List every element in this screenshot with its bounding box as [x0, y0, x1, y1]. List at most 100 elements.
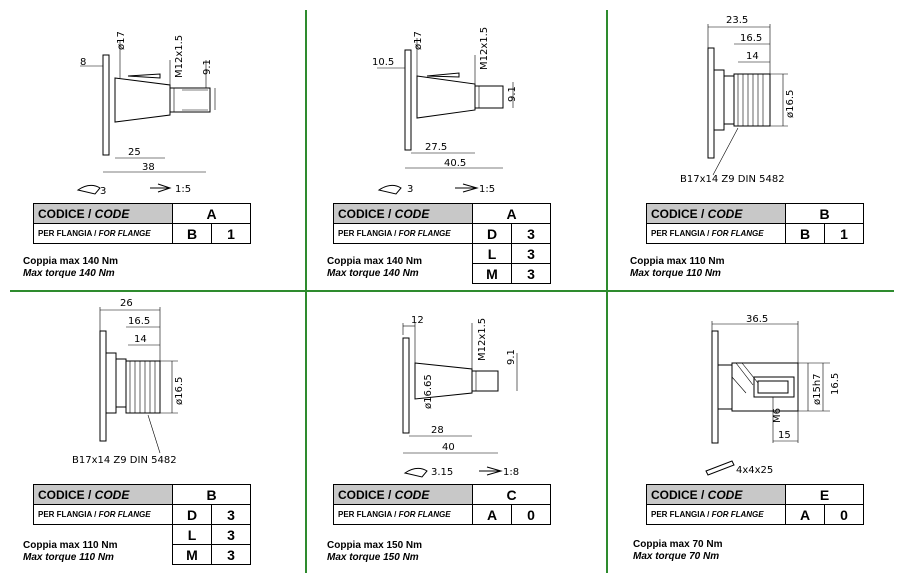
flange-code: A	[472, 504, 512, 525]
dim-40: 40	[442, 442, 455, 453]
dim-m6: M6	[772, 408, 783, 423]
dim-27-5: 27.5	[425, 142, 447, 153]
dim-16-5: 16.5	[128, 316, 150, 327]
code-header: CODICE / CODE	[646, 203, 786, 224]
code-header: CODICE / CODE	[646, 484, 786, 505]
dim-23-5: 23.5	[726, 15, 748, 26]
flange-number: 3	[211, 504, 251, 525]
code-table: CODICE / CODE E PER FLANGIA / FOR FLANGE…	[646, 484, 864, 525]
taper-icon	[455, 183, 479, 193]
shaft-drawing: 36.5 ø15h7 16.5 M6 15 4x4x25	[608, 293, 904, 483]
flange-number: 1	[824, 223, 864, 244]
torque-text: Coppia max 140 Nm Max torque 140 Nm	[327, 256, 423, 279]
dim-10-5: 10.5	[372, 57, 394, 68]
flange-label: PER FLANGIA / FOR FLANGE	[333, 504, 473, 525]
code-header: CODICE / CODE	[333, 484, 473, 505]
code-table: CODICE / CODE C PER FLANGIA / FOR FLANGE…	[333, 484, 551, 525]
dim-40-5: 40.5	[444, 158, 466, 169]
flange-label: PER FLANGIA / FOR FLANGE	[33, 504, 173, 525]
key-size: 3	[407, 184, 413, 195]
dim-8: 8	[80, 57, 86, 68]
taper-icon	[150, 183, 172, 193]
flange-label: PER FLANGIA / FOR FLANGE	[646, 223, 786, 244]
flange-code: A	[785, 504, 825, 525]
dim-38: 38	[142, 162, 155, 173]
shaft-drawing: 12 ø16.65 M12x1.5 9.1 28 40 3.15 1:8	[307, 293, 603, 483]
key-icon	[705, 460, 735, 476]
flange-number: 1	[211, 223, 251, 244]
code-header: CODICE / CODE	[33, 484, 173, 505]
taper-icon	[479, 466, 503, 476]
dim-14: 14	[134, 334, 147, 345]
code-value: E	[785, 484, 864, 505]
shaft-drawing: 8 ø17 M12x1.5 9.1 25 38 3 1:5	[10, 10, 306, 200]
flange-number: 3	[211, 544, 251, 565]
code-value: B	[785, 203, 864, 224]
torque-text: Coppia max 70 Nm Max torque 70 Nm	[633, 539, 723, 562]
code-table: CODICE / CODE B PER FLANGIA / FOR FLANGE…	[33, 484, 251, 565]
flange-code: B	[172, 223, 212, 244]
torque-text: Coppia max 110 Nm Max torque 110 Nm	[630, 256, 725, 279]
code-value: A	[472, 203, 551, 224]
flange-number: 3	[511, 263, 551, 284]
dim-thread: M12x1.5	[479, 27, 490, 70]
taper-ratio: 1:8	[503, 467, 519, 478]
dim-14: 14	[746, 51, 759, 62]
dim-16-5: 16.5	[830, 373, 841, 395]
code-table: CODICE / CODE A PER FLANGIA / FOR FLANGE…	[33, 203, 251, 244]
key-icon	[377, 184, 402, 195]
dim-26: 26	[120, 298, 133, 309]
dim-36-5: 36.5	[746, 314, 768, 325]
shaft-panel-taper-c: 12 ø16.65 M12x1.5 9.1 28 40 3.15 1:8 COD…	[307, 293, 603, 573]
dim-diameter-15h7: ø15h7	[812, 373, 823, 405]
dim-thread: M12x1.5	[477, 318, 488, 361]
dim-thread: M12x1.5	[174, 35, 185, 78]
shaft-panel-keyed-e: 36.5 ø15h7 16.5 M6 15 4x4x25 CODICE / CO…	[608, 293, 904, 573]
code-value: A	[172, 203, 251, 224]
dim-9-1: 9.1	[507, 86, 518, 102]
dim-diameter-16-5: ø16.5	[174, 377, 185, 405]
key-icon	[76, 184, 101, 195]
shaft-drawing: 26 16.5 14 ø16.5 B17x14 Z9 DIN 5482	[10, 293, 306, 483]
flange-code: L	[172, 524, 212, 545]
dim-16-5: 16.5	[740, 33, 762, 44]
flange-label: PER FLANGIA / FOR FLANGE	[646, 504, 786, 525]
torque-text: Coppia max 110 Nm Max torque 110 Nm	[23, 540, 118, 563]
dim-9-1: 9.1	[202, 59, 213, 75]
flange-number: 0	[511, 504, 551, 525]
key-size: 4x4x25	[736, 465, 773, 476]
flange-code: B	[785, 223, 825, 244]
code-table: CODICE / CODE A PER FLANGIA / FOR FLANGE…	[333, 203, 551, 284]
dim-diameter-16-65: ø16.65	[423, 374, 434, 409]
spline-spec: B17x14 Z9 DIN 5482	[72, 455, 177, 466]
shaft-drawing: 10.5 ø17 M12x1.5 9.1 27.5 40.5 3 1:5	[307, 10, 603, 200]
shaft-panel-taper-a-multi: 10.5 ø17 M12x1.5 9.1 27.5 40.5 3 1:5 COD…	[307, 10, 603, 290]
flange-code: D	[172, 504, 212, 525]
key-icon	[403, 467, 428, 478]
shaft-panel-taper-a: 8 ø17 M12x1.5 9.1 25 38 3 1:5 CODICE / C…	[10, 10, 306, 290]
dim-25: 25	[128, 147, 141, 158]
dim-9-1: 9.1	[506, 349, 517, 365]
flange-label: PER FLANGIA / FOR FLANGE	[333, 223, 473, 244]
flange-code: D	[472, 223, 512, 244]
code-value: C	[472, 484, 551, 505]
flange-code: L	[472, 243, 512, 264]
taper-ratio: 1:5	[175, 184, 191, 195]
dim-diameter-16-5: ø16.5	[785, 90, 796, 118]
grid-divider-horizontal	[10, 290, 894, 292]
flange-label: PER FLANGIA / FOR FLANGE	[33, 223, 173, 244]
flange-number: 3	[211, 524, 251, 545]
code-value: B	[172, 484, 251, 505]
dim-diameter-17: ø17	[116, 31, 127, 50]
code-header: CODICE / CODE	[33, 203, 173, 224]
code-header: CODICE / CODE	[333, 203, 473, 224]
key-size: 3.15	[431, 467, 453, 478]
flange-number: 3	[511, 243, 551, 264]
flange-number: 3	[511, 223, 551, 244]
dim-28: 28	[431, 425, 444, 436]
torque-text: Coppia max 140 Nm Max torque 140 Nm	[23, 256, 119, 279]
dim-12: 12	[411, 315, 424, 326]
flange-number: 0	[824, 504, 864, 525]
code-table: CODICE / CODE B PER FLANGIA / FOR FLANGE…	[646, 203, 864, 244]
key-size: 3	[100, 186, 106, 197]
